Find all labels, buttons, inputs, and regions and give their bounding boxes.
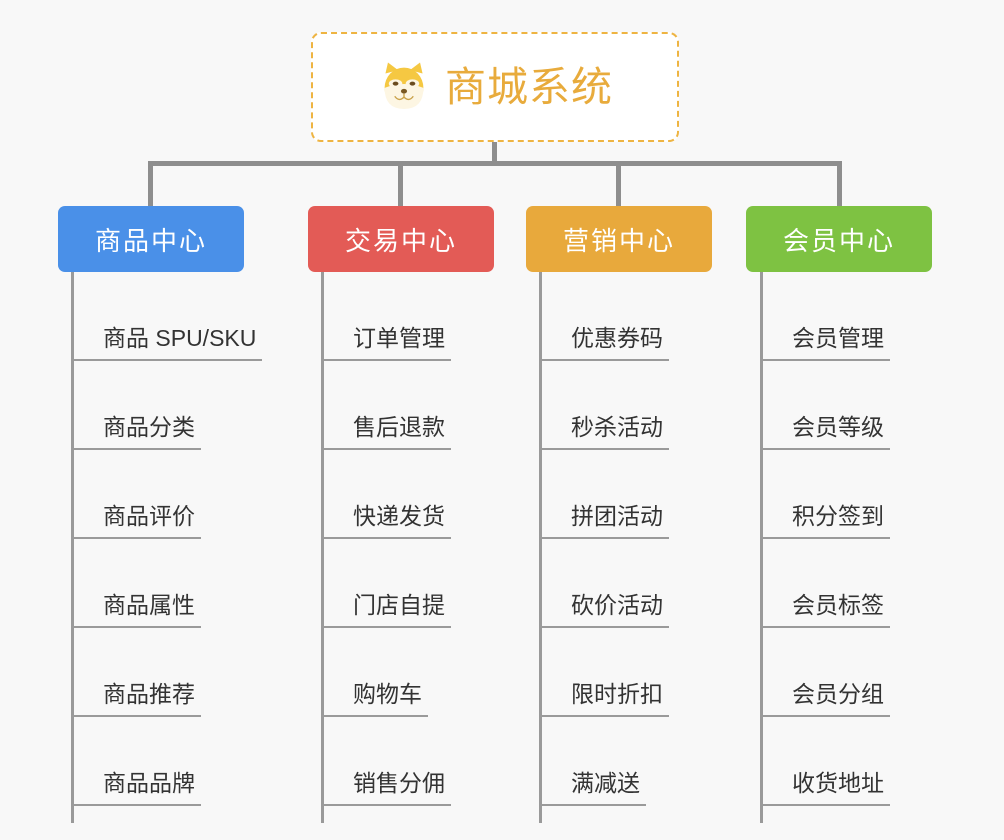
list-item[interactable]: 购物车 [321, 628, 551, 717]
list-item-label: 售后退款 [321, 416, 451, 450]
branch-header-label: 商品中心 [94, 225, 207, 256]
list-item-label: 会员分组 [760, 683, 890, 717]
list-item[interactable]: 限时折扣 [539, 628, 769, 717]
list-item-label: 商品品牌 [71, 772, 201, 806]
root-title: 商城系统 [445, 63, 613, 110]
list-item[interactable]: 收货地址 [760, 717, 990, 806]
list-item-label: 积分签到 [760, 505, 890, 539]
branch-header-商品中心[interactable]: 商品中心 [58, 206, 244, 272]
list-item[interactable]: 售后退款 [321, 361, 551, 450]
branch-header-label: 会员中心 [782, 225, 895, 256]
list-item-label: 商品分类 [71, 416, 201, 450]
list-item-label: 满减送 [539, 772, 646, 806]
list-item[interactable]: 满减送 [539, 717, 769, 806]
list-item[interactable]: 快递发货 [321, 450, 551, 539]
list-item-label: 商品评价 [71, 505, 201, 539]
connector-drop-1 [398, 161, 403, 207]
list-item[interactable]: 会员管理 [760, 272, 990, 361]
list-item[interactable]: 砍价活动 [539, 539, 769, 628]
connector-root-stem [492, 142, 497, 164]
list-item[interactable]: 商品 SPU/SKU [71, 272, 301, 361]
branch-header-label: 营销中心 [562, 225, 675, 256]
connector-drop-0 [148, 161, 153, 207]
list-item-label: 会员标签 [760, 594, 890, 628]
connector-column-spine [321, 272, 324, 823]
branch-items-column-3: 会员管理 会员等级 积分签到 会员标签 会员分组 收货地址 [760, 272, 990, 823]
list-item[interactable]: 商品品牌 [71, 717, 301, 806]
branch-items-column-1: 订单管理 售后退款 快递发货 门店自提 购物车 销售分佣 [321, 272, 551, 823]
list-item[interactable]: 优惠券码 [539, 272, 769, 361]
root-node[interactable]: 商城系统 [311, 32, 679, 142]
list-item-label: 商品 SPU/SKU [71, 327, 263, 361]
list-item-label: 商品推荐 [71, 683, 201, 717]
connector-column-spine [760, 272, 763, 823]
list-item[interactable]: 秒杀活动 [539, 361, 769, 450]
list-item-label: 会员管理 [760, 327, 890, 361]
list-item-label: 秒杀活动 [539, 416, 669, 450]
list-item[interactable]: 拼团活动 [539, 450, 769, 539]
list-item[interactable]: 商品评价 [71, 450, 301, 539]
list-item-label: 收货地址 [760, 772, 890, 806]
list-item-label: 商品属性 [71, 594, 201, 628]
list-item-label: 快递发货 [321, 505, 451, 539]
list-item[interactable]: 订单管理 [321, 272, 551, 361]
branch-header-交易中心[interactable]: 交易中心 [308, 206, 494, 272]
list-item[interactable]: 积分签到 [760, 450, 990, 539]
connector-drop-3 [837, 161, 842, 207]
branch-items-column-2: 优惠券码 秒杀活动 拼团活动 砍价活动 限时折扣 满减送 [539, 272, 769, 823]
list-item-label: 拼团活动 [539, 505, 669, 539]
connector-column-spine [539, 272, 542, 823]
connector-horizontal-bar [148, 161, 842, 166]
list-item[interactable]: 销售分佣 [321, 717, 551, 806]
branch-header-会员中心[interactable]: 会员中心 [746, 206, 932, 272]
branch-header-label: 交易中心 [344, 225, 457, 256]
list-item-label: 砍价活动 [539, 594, 669, 628]
list-item-label: 会员等级 [760, 416, 890, 450]
list-item-label: 优惠券码 [539, 327, 669, 361]
connector-column-spine [71, 272, 74, 823]
list-item-label: 订单管理 [321, 327, 451, 361]
list-item[interactable]: 商品推荐 [71, 628, 301, 717]
list-item-label: 购物车 [321, 683, 428, 717]
list-item-label: 门店自提 [321, 594, 451, 628]
list-item[interactable]: 会员标签 [760, 539, 990, 628]
shiba-dog-face-icon [377, 60, 431, 114]
list-item[interactable]: 商品属性 [71, 539, 301, 628]
list-item[interactable]: 门店自提 [321, 539, 551, 628]
branch-header-营销中心[interactable]: 营销中心 [526, 206, 712, 272]
branch-items-column-0: 商品 SPU/SKU 商品分类 商品评价 商品属性 商品推荐 商品品牌 [71, 272, 301, 823]
connector-drop-2 [616, 161, 621, 207]
list-item-label: 销售分佣 [321, 772, 451, 806]
list-item[interactable]: 商品分类 [71, 361, 301, 450]
list-item[interactable]: 会员分组 [760, 628, 990, 717]
list-item[interactable]: 会员等级 [760, 361, 990, 450]
list-item-label: 限时折扣 [539, 683, 669, 717]
